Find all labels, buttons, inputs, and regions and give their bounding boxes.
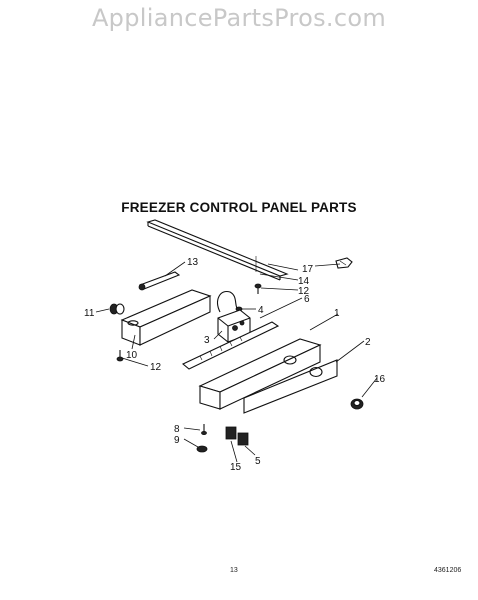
callout-4: 4 [258, 305, 264, 316]
part-control-housing[interactable] [198, 338, 322, 410]
callout-11: 11 [84, 308, 95, 319]
document-number: 4361206 [434, 567, 462, 574]
callout-2: 2 [365, 337, 371, 348]
callout-8: 8 [174, 424, 180, 435]
part-washer[interactable] [196, 445, 208, 453]
watermark-logo: AppliancePartsPros.com [91, 4, 387, 32]
part-thermostat[interactable] [217, 309, 251, 343]
part-screw-lower[interactable] [116, 350, 124, 362]
part-bushing[interactable] [109, 303, 125, 315]
part-sensor-tube[interactable] [138, 271, 181, 291]
callout-1: 1 [334, 308, 340, 319]
callout-6: 6 [304, 294, 310, 305]
callout-14: 14 [298, 276, 310, 287]
callout-17: 17 [302, 264, 314, 275]
callout-9: 9 [174, 435, 180, 446]
callout-12-upper: 12 [298, 286, 310, 297]
callout-15: 15 [230, 462, 242, 473]
part-dial-strip[interactable] [181, 321, 280, 370]
part-switch-right[interactable] [237, 432, 249, 446]
diagram-title: FREEZER CONTROL PANEL PARTS [121, 200, 357, 215]
part-screw-upper[interactable] [254, 283, 262, 294]
callout-labels: 1 2 3 4 5 6 8 9 10 11 12 12 13 14 15 16 … [84, 257, 386, 473]
callout-16: 16 [374, 374, 386, 385]
callout-10: 10 [126, 350, 138, 361]
part-bracket[interactable] [120, 289, 212, 346]
part-rail-strip[interactable] [146, 219, 289, 281]
leader-lines [95, 261, 378, 463]
part-wire-lead[interactable] [217, 290, 243, 313]
part-screw-small[interactable] [201, 424, 207, 435]
callout-12-lower: 12 [150, 362, 162, 373]
callout-13: 13 [187, 257, 199, 268]
part-clip[interactable] [335, 257, 353, 269]
callout-3: 3 [204, 335, 210, 346]
part-switch-left[interactable] [225, 426, 237, 440]
part-knob[interactable] [350, 398, 364, 410]
part-front-panel[interactable] [243, 359, 338, 414]
callout-5: 5 [255, 456, 261, 467]
page-number: 13 [230, 567, 238, 574]
